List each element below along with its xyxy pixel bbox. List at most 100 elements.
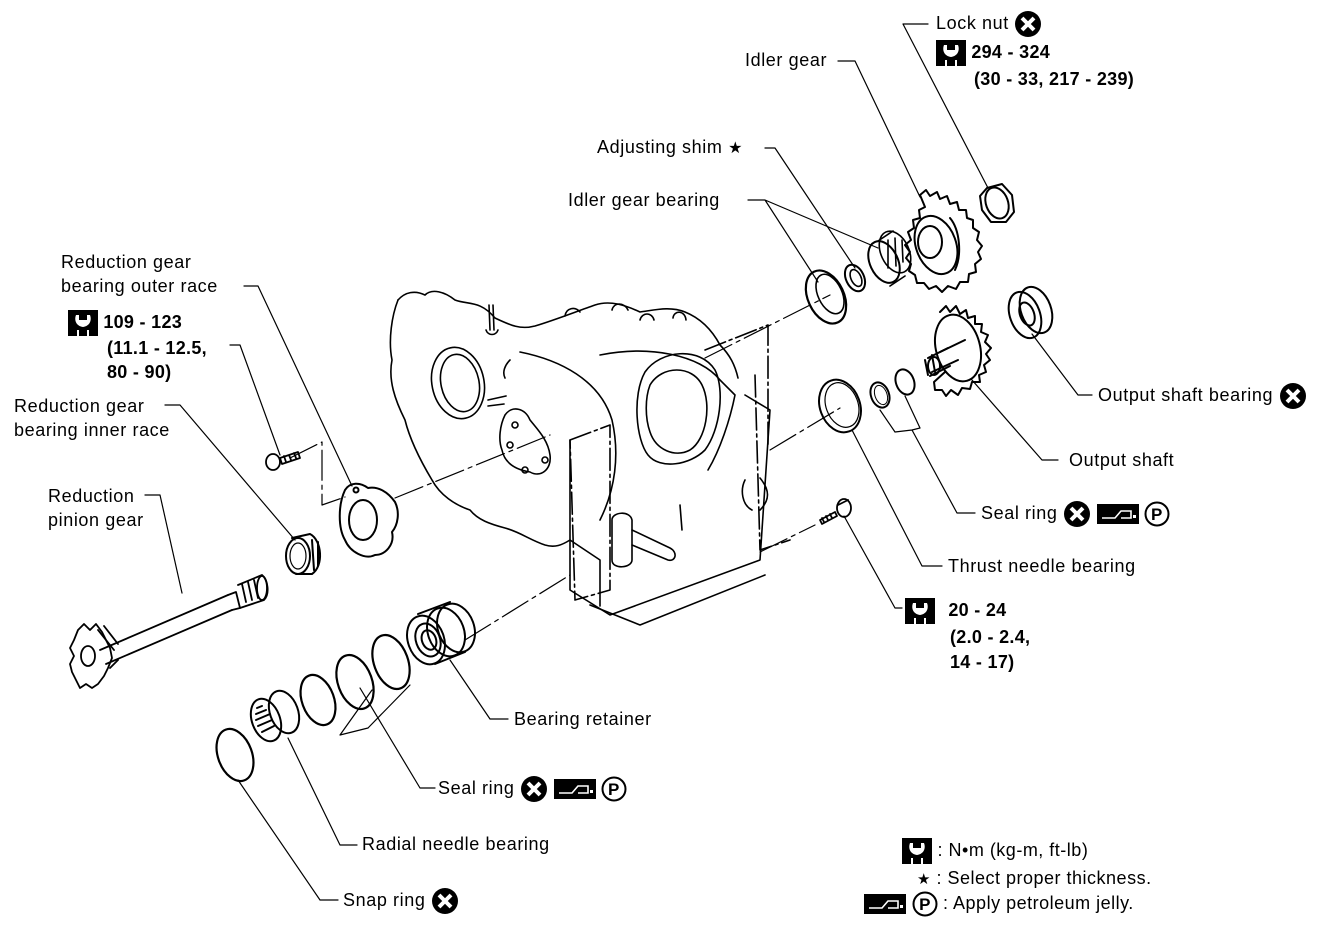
seal-ring-output-text: Seal ring <box>981 502 1058 523</box>
replace-x-icon <box>1279 383 1306 409</box>
adjusting-shim-text: Adjusting shim <box>597 137 723 157</box>
star-icon: ★ <box>728 140 744 157</box>
label-reduction-inner-race-line2: bearing inner race <box>14 420 170 440</box>
reduction-gear-bearing-inner-race <box>285 533 321 575</box>
label-reduction-inner-race-line1: Reduction gear <box>14 396 145 416</box>
label-thrust-needle-bearing: Thrust needle bearing <box>948 556 1136 576</box>
leader-output-shaft <box>971 379 1059 461</box>
case-arrow-marks <box>487 359 511 407</box>
seal-ring-retainer-text: Seal ring <box>438 777 515 798</box>
label-reduction-pinion-line1: Reduction <box>48 486 135 506</box>
label-adjusting-shim: Adjusting shim ★ <box>597 135 743 161</box>
snap-ring <box>215 727 255 783</box>
idler-centerline <box>704 294 831 359</box>
lock-nut <box>979 183 1015 223</box>
outer-race-torque-alt2: 80 - 90) <box>107 362 172 382</box>
torque-wrench-icon <box>902 838 932 865</box>
leader-lines <box>144 23 1093 901</box>
label-output-shaft: Output shaft <box>1069 450 1175 470</box>
petroleum-jelly-icon <box>864 894 906 915</box>
svg-text:P: P <box>919 895 931 914</box>
label-radial-needle-bearing: Radial needle bearing <box>362 834 550 854</box>
output-shaft-bearing-text: Output shaft bearing <box>1098 384 1274 405</box>
legend-jelly-text: : Apply petroleum jelly. <box>943 893 1134 913</box>
label-lock-nut: Lock nut <box>936 10 1042 38</box>
case-lower-edge <box>589 574 766 626</box>
legend-torque-text: : N•m (kg-m, ft-lb) <box>937 840 1089 860</box>
lock-nut-torque-nm: 294 - 324 <box>971 42 1051 62</box>
case-right-body <box>599 350 736 471</box>
legend-select-text: : Select proper thickness. <box>936 868 1152 888</box>
seal-rings-retainer <box>299 633 411 727</box>
case-lever <box>679 477 769 531</box>
leader-idler-bearing <box>747 199 879 283</box>
leader-outer-race-bolt <box>229 344 281 456</box>
retainer-centerline <box>464 574 571 641</box>
boss-hole <box>511 421 519 429</box>
leader-thrust-needle <box>851 429 943 567</box>
label-seal-ring-retainer: Seal ring P <box>438 775 627 803</box>
leader-retainer-bolt <box>843 515 903 609</box>
leader-snap-ring <box>237 779 339 901</box>
legend-torque: : N•m (kg-m, ft-lb) <box>902 838 1089 865</box>
reduction-pinion-gear <box>69 574 269 689</box>
idler-gear <box>904 189 983 293</box>
p-circle-icon: P <box>1144 501 1170 527</box>
outer-race-bolt <box>265 451 301 471</box>
replace-x-icon <box>1064 501 1091 527</box>
adjusting-shim <box>843 263 867 293</box>
label-bearing-retainer: Bearing retainer <box>514 709 652 729</box>
label-output-shaft-bearing: Output shaft bearing <box>1098 382 1307 410</box>
label-reduction-pinion-line2: pinion gear <box>48 510 144 530</box>
assembly-guide-rect <box>754 374 791 551</box>
case-inner-curve <box>519 351 617 521</box>
replace-x-icon <box>432 888 459 914</box>
torque-wrench-icon <box>936 40 966 67</box>
boss-hole <box>506 441 514 449</box>
replace-x-icon <box>1015 11 1042 37</box>
radial-needle-bearing <box>249 689 301 743</box>
bearing-retainer <box>406 601 476 666</box>
case-front-flange <box>389 299 571 547</box>
label-reduction-outer-race-line1: Reduction gear <box>61 252 192 272</box>
snap-ring-text: Snap ring <box>343 889 426 910</box>
petroleum-jelly-icon <box>1096 504 1139 524</box>
leader-seal-ring-bottom <box>339 684 436 789</box>
lock-nut-text: Lock nut <box>936 12 1009 33</box>
lock-nut-torque-alt: (30 - 33, 217 - 239) <box>974 69 1135 89</box>
case-left-bore-outer <box>430 346 486 420</box>
label-reduction-outer-race-line2: bearing outer race <box>61 276 218 296</box>
breather-pin <box>485 304 499 336</box>
leader-output-bearing <box>1031 333 1093 396</box>
leader-outer-race <box>243 285 353 487</box>
legend-select: ★ : Select proper thickness. <box>917 866 1152 892</box>
label-snap-ring: Snap ring <box>343 887 459 915</box>
label-idler-gear: Idler gear <box>745 50 828 70</box>
transfer-case-housing <box>389 290 791 626</box>
leader-radial-needle <box>287 737 358 846</box>
p-circle-icon: P <box>601 776 627 802</box>
outer-race-torque-nm: 109 - 123 <box>103 312 183 332</box>
torque-wrench-icon <box>68 310 98 337</box>
outer-race-centerline <box>394 434 551 499</box>
outer-race-torque-alt1: (11.1 - 12.5, <box>107 338 207 358</box>
leader-idler-gear <box>837 60 921 198</box>
idler-gear-bearing-roller <box>867 230 912 287</box>
torque-retainer-bolt: 20 - 24 <box>905 598 1007 625</box>
assembly-guide-rect <box>569 424 611 601</box>
leader-lock-nut <box>902 23 989 189</box>
bolt-centerline <box>759 524 816 553</box>
case-top-bumps <box>564 303 687 321</box>
case-boss <box>499 408 551 475</box>
label-idler-gear-bearing: Idler gear bearing <box>568 190 720 210</box>
leader-bearing-retainer <box>449 659 509 720</box>
leader-seal-ring-right <box>879 395 976 514</box>
case-side-line <box>569 539 601 607</box>
case-lower-body <box>569 394 771 616</box>
p-circle-icon: P <box>912 891 938 917</box>
outer-bolt-guide <box>289 441 346 506</box>
retainer-bolt-torque-nm: 20 - 24 <box>948 600 1007 620</box>
leader-pinion <box>144 494 183 594</box>
torque-wrench-icon <box>905 598 935 625</box>
